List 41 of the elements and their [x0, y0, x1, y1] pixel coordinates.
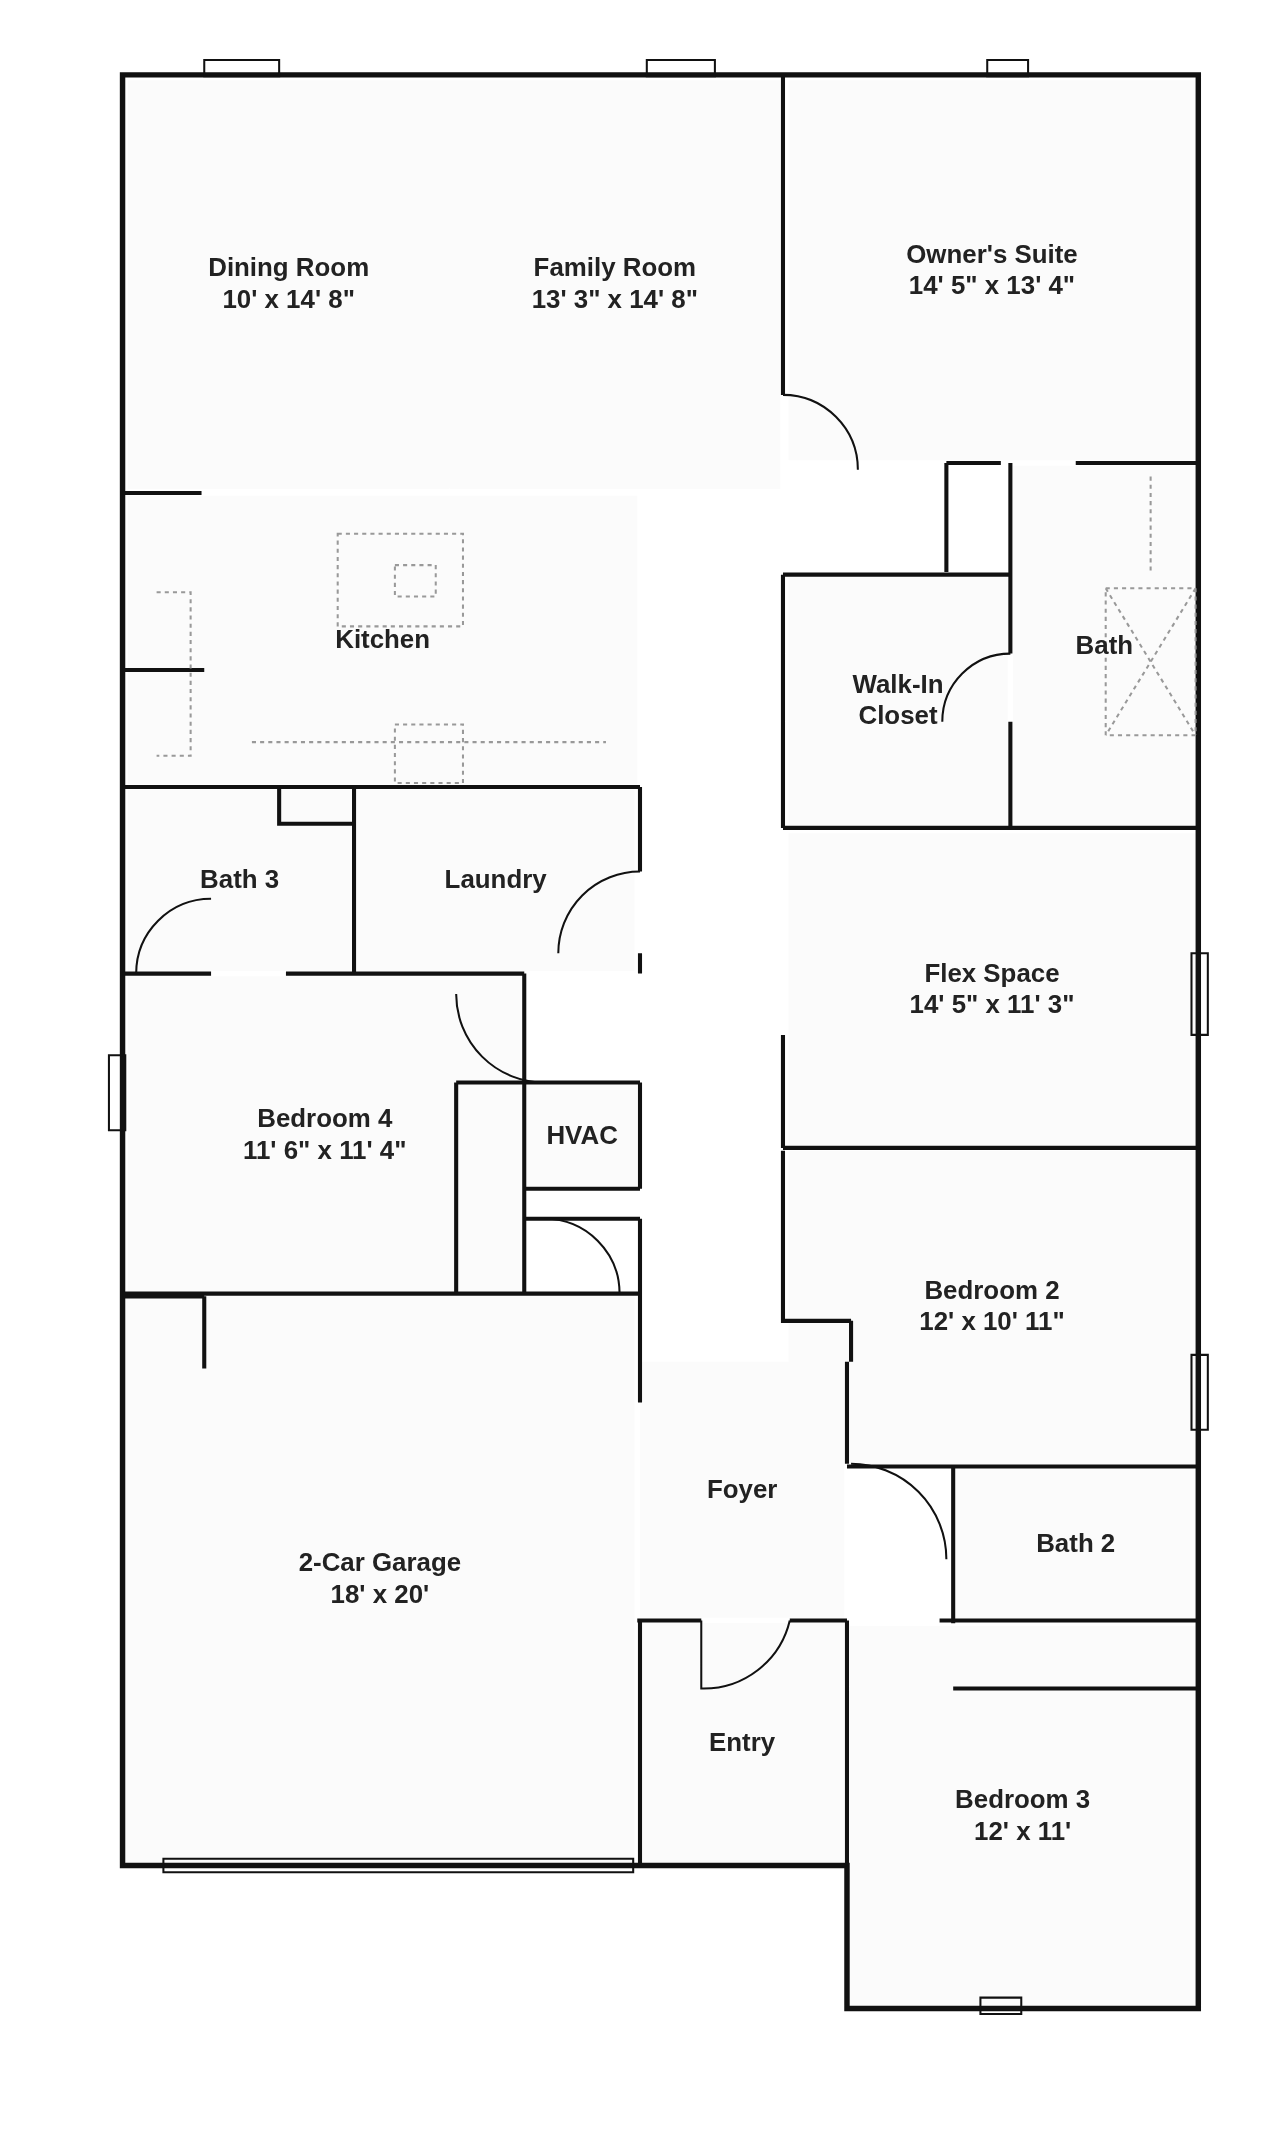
room-dimensions: 12' x 10' 11" [919, 1307, 1065, 1338]
room-name: Bedroom 2 [924, 1276, 1060, 1307]
room-dimensions: 10' x 14' 8" [222, 284, 355, 316]
room-name: Kitchen [335, 624, 431, 656]
room-name: 2-Car Garage [298, 1548, 462, 1580]
room-name: Bedroom 3 [955, 1784, 1091, 1816]
room-name: Bath [1075, 629, 1134, 661]
room-area [1013, 465, 1196, 826]
room-dimensions: 13' 3" x 14' 8" [531, 284, 698, 316]
room-area [640, 1361, 845, 1618]
room-area [788, 80, 1196, 461]
room-area [128, 789, 352, 971]
room-area [788, 833, 1196, 1146]
room-name: HVAC [546, 1120, 618, 1151]
room-name: Owner's Suite [906, 239, 1078, 270]
room-name: Family Room [533, 253, 697, 285]
room-area [788, 1150, 1196, 1464]
room-dimensions: 14' 5" x 13' 4" [908, 270, 1076, 301]
room-dimensions: 11' 6" x 11' 4" [243, 1135, 407, 1166]
room-name: Walk-In Closet [851, 670, 945, 732]
room-area [788, 577, 1008, 826]
room-name: Laundry [444, 864, 547, 896]
room-name: Dining Room [208, 253, 370, 285]
room-name: Foyer [706, 1474, 778, 1505]
room-area [640, 1623, 845, 1863]
room-dimensions: 12' x 11' [974, 1815, 1072, 1847]
room-area [449, 80, 781, 489]
room-area [527, 1085, 638, 1187]
room-area [125, 1296, 635, 1863]
room-area [356, 789, 635, 971]
room-area [849, 1625, 1196, 2006]
room-area [128, 976, 522, 1294]
room-area [955, 1469, 1196, 1621]
room-name: Bath 3 [200, 864, 280, 896]
room-dimensions: 18' x 20' [330, 1579, 430, 1611]
room-name: Bedroom 4 [257, 1103, 393, 1135]
room-dimensions: 14' 5" x 11' 3" [909, 989, 1075, 1020]
room-area [128, 495, 638, 785]
room-name: Flex Space [924, 958, 1060, 989]
room-name: Bath 2 [1036, 1529, 1116, 1560]
room-name: Entry [709, 1727, 776, 1759]
